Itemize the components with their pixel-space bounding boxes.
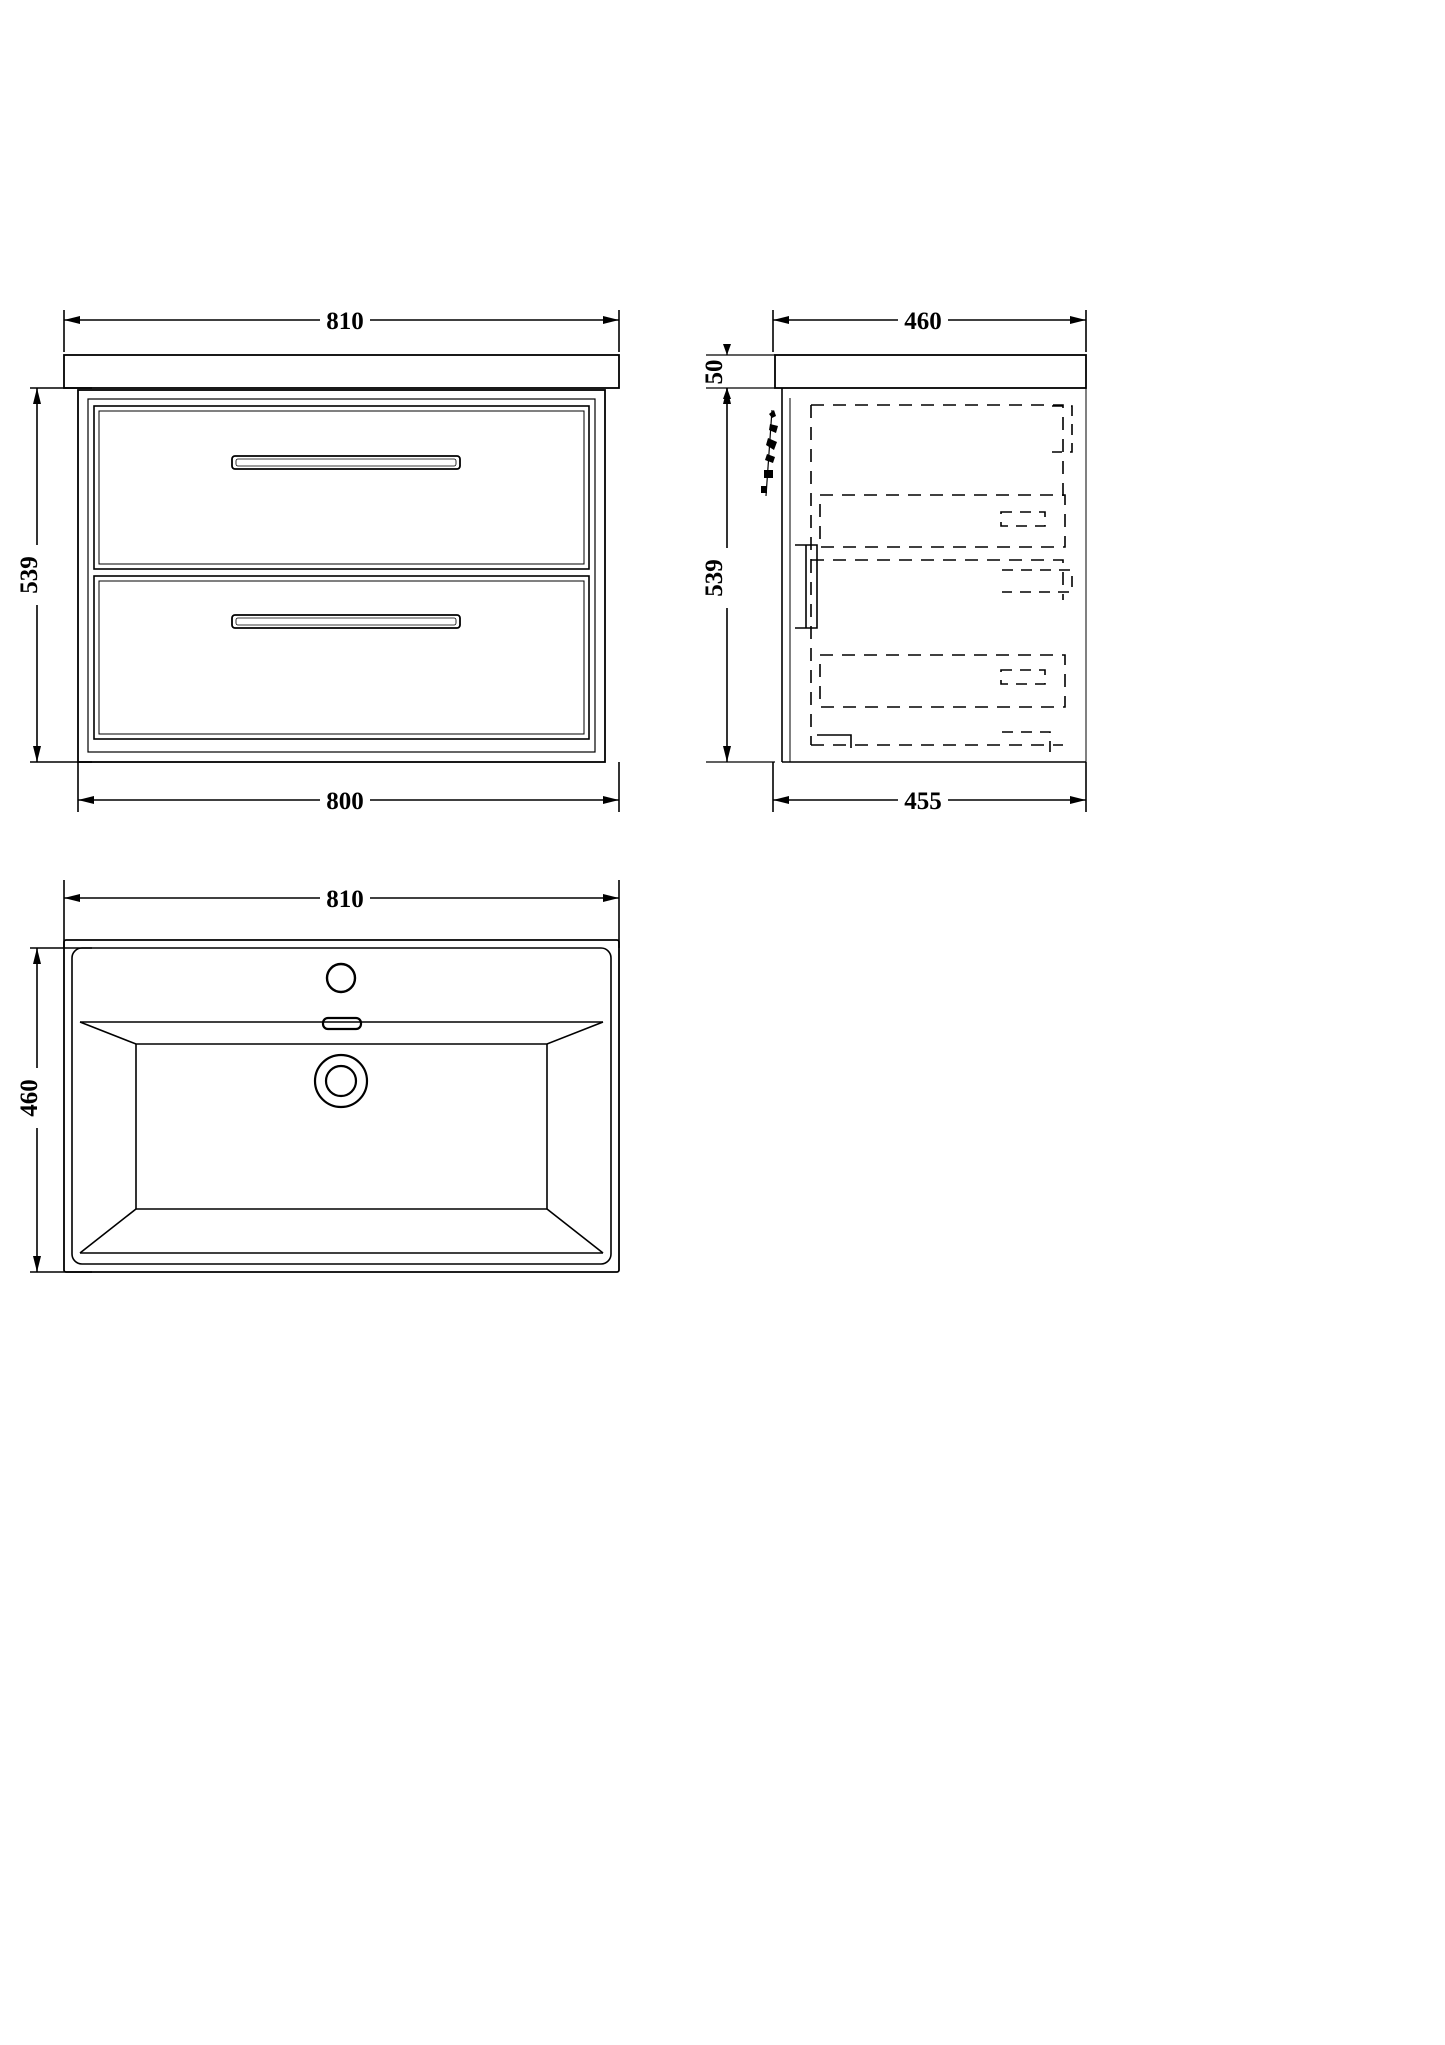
dimension-label-plan-width-810: 810 [326, 886, 364, 913]
dimension-label-side-top-50: 50 [701, 360, 728, 385]
drawer-front-lower [93, 575, 590, 740]
dimension-side-top-thickness: 50 [701, 344, 775, 399]
basin-bowl [79, 1021, 604, 1254]
dimension-label-side-depth-460: 460 [904, 308, 942, 335]
dimension-label-side-height-539: 539 [701, 559, 728, 597]
drawer-box-upper-hidden [810, 404, 1066, 560]
dimension-plan-depth: 460 [16, 947, 92, 1273]
waste-outlet [313, 1053, 369, 1109]
tap-hole [325, 962, 357, 994]
drawer-front-upper [93, 405, 590, 570]
view-basin-plan: 810 460 [16, 880, 620, 1273]
side-foot-detail [795, 544, 852, 748]
dimension-label-plan-depth-460: 460 [16, 1079, 43, 1117]
dimension-label-front-base-800: 800 [326, 788, 364, 815]
basin-rim [63, 939, 620, 1273]
drawer-runner-lower-hidden [1000, 569, 1073, 752]
cabinet-carcass-front [77, 389, 606, 763]
dimension-side-height: 539 [701, 388, 775, 763]
worktop-slab-front [63, 354, 620, 389]
dimension-side-depth: 460 [772, 308, 1087, 352]
dimension-label-side-base-455: 455 [904, 788, 942, 815]
handle-upper [231, 455, 461, 470]
view-side-section: 460 50 539 [701, 308, 1087, 815]
dimension-plan-width: 810 [63, 880, 620, 948]
dimension-front-bottom-width: 800 [77, 762, 620, 815]
annotation-mark [761, 409, 778, 497]
carcass-section-lines [781, 388, 1087, 763]
drawer-runner-upper-hidden [1000, 405, 1073, 527]
dimension-front-top-width: 810 [63, 308, 620, 352]
dimension-label-front-height-539: 539 [16, 556, 43, 594]
overflow-slot [321, 1016, 363, 1031]
dimension-side-bottom-depth: 455 [772, 762, 1087, 815]
view-front-elevation: 810 539 [16, 308, 620, 815]
drawer-box-lower-hidden [810, 559, 1066, 746]
basin-slab-section [774, 354, 1087, 389]
dimension-front-height: 539 [16, 387, 92, 763]
handle-lower [231, 614, 461, 629]
dimension-label-front-width-810: 810 [326, 308, 364, 335]
